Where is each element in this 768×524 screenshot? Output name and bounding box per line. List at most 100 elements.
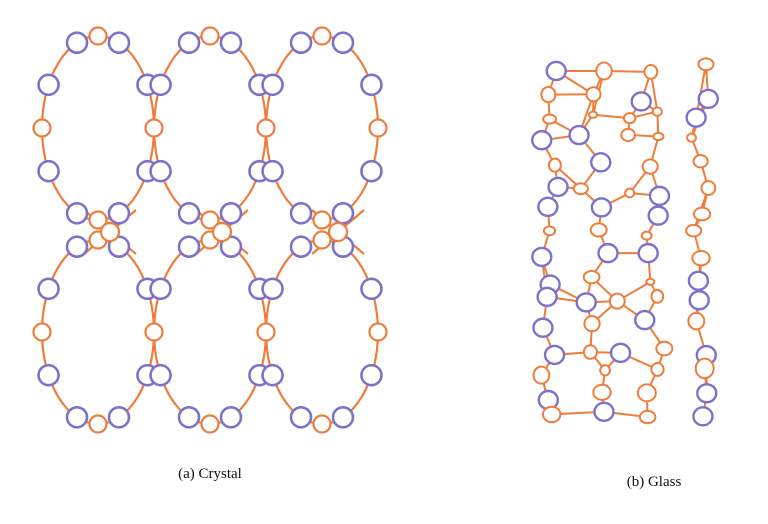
crystal-ring-atom [261,277,284,301]
crystal-ring-atom [219,202,243,225]
crystal-ring-atom [149,277,172,301]
glass-bridge-atom [636,383,657,403]
glass-bridge-atom [640,230,653,241]
glass-bridge-atom [542,225,557,237]
crystal-bridge-atom [32,322,52,342]
crystal-ring-atom [107,235,131,258]
glass-bridge-atom [547,157,562,173]
glass-ring-atom [692,406,714,427]
glass-bridge-atom [595,61,613,81]
crystal-ring-atom [261,363,284,387]
crystal-bridge-atom [256,322,276,342]
glass-ring-atom [590,152,612,173]
crystal-bridge-atom [312,230,332,250]
crystal-bridge-atom [200,210,220,230]
glass-bridge-atom [542,113,557,125]
glass-bridge-atom [645,277,656,286]
crystal-ring-atom [261,159,284,183]
crystal-ring-atom [65,235,89,258]
crystal-ring-atom [360,159,383,183]
crystal-junction-atom [99,221,121,243]
glass-bridge-atom [685,223,703,238]
glass-bridge-atom [700,180,717,196]
crystal-ring-atom [65,31,89,54]
crystal-ring-atom [65,406,89,429]
glass-ring-atom [637,242,659,264]
glass-ring-atom [687,270,710,291]
glass-ring-atom [597,242,619,264]
crystal-ring-bond [40,34,156,222]
glass-bridge-atom [582,269,601,285]
crystal-bridge-atom [256,118,276,138]
glass-ring-atom [531,246,553,268]
crystal-ring-atom [219,406,243,429]
crystal-ring-atom [261,73,284,97]
crystal-ring-atom [331,406,355,429]
glass-atoms [531,57,719,427]
glass-ring-atom [630,91,652,112]
glass-ring-atom [532,317,554,338]
crystal-ring-atom [177,406,201,429]
glass-network-panel [531,57,719,427]
crystal-caption: (a) Crystal [178,466,242,482]
glass-ring-atom [537,196,559,218]
crystal-bridge-atom [32,118,52,138]
glass-ring-atom [634,309,656,331]
glass-ring-atom [568,124,590,146]
glass-ring-atom [531,130,553,151]
crystal-ring-atom [37,363,60,387]
crystal-ring-atom [219,235,243,258]
glass-ring-atom [543,344,566,366]
crystal-network-panel [32,26,388,434]
glass-bridge-atom [650,289,665,304]
glass-bridge-atom [572,182,589,196]
glass-bridge-atom [686,132,697,143]
crystal-ring-atom [37,159,60,183]
crystal-ring-atom [107,31,131,54]
glass-bridge-atom [652,131,665,142]
glass-bridge-atom [587,110,599,119]
crystal-bridge-atom [312,210,332,230]
glass-ring-atom [547,176,569,198]
crystal-ring-atom [360,277,383,301]
crystal-bridge-atom [312,414,332,434]
glass-ring-atom [575,292,597,313]
glass-ring-atom [697,88,719,110]
crystal-ring-atom [177,235,201,258]
crystal-ring-bond [40,238,156,426]
glass-ring-atom [609,342,632,364]
crystal-ring-atom [331,202,355,225]
glass-bridge-atom [655,340,674,357]
crystal-ring-atom [65,202,89,225]
crystal-ring-atom [331,31,355,54]
crystal-ring-atom [360,73,383,97]
crystal-bridge-atom [88,26,108,46]
glass-bridge-atom [651,106,663,117]
crystal-ring-atom [177,202,201,225]
glass-ring-atom [536,286,558,308]
crystal-bridge-atom [368,322,388,342]
crystal-ring-atom [149,73,172,97]
glass-bridge-atom [650,361,665,377]
glass-ring-atom [696,383,718,404]
glass-bridge-atom [585,86,602,103]
crystal-ring-bond [264,238,380,426]
glass-bridge-atom [691,249,711,267]
crystal-ring-atom [219,31,243,54]
glass-bridge-atom [638,409,657,425]
glass-bridge-atom [540,85,557,104]
crystal-ring-bond [264,34,380,222]
glass-ring-atom [685,107,707,128]
crystal-bridge-atom [200,414,220,434]
crystal-bridge-atom [144,322,164,342]
glass-bridge-atom [687,311,706,331]
crystal-ring-atom [360,363,383,387]
crystal-ring-atom [289,406,313,429]
crystal-bridge-atom [144,118,164,138]
crystal-ring-bond [152,238,268,426]
crystal-junction-atom [211,221,233,243]
glass-bridge-atom [592,383,612,401]
glass-bridge-atom [697,57,715,72]
glass-ring-atom [688,290,710,311]
